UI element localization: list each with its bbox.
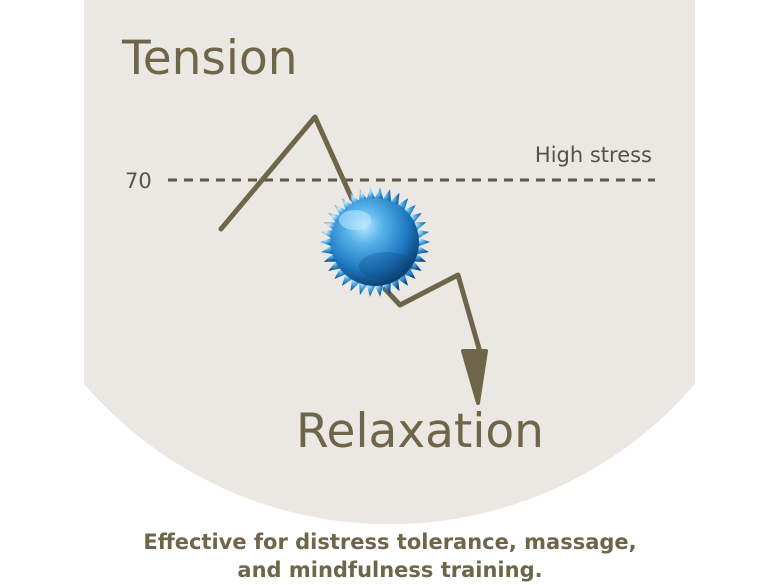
ball-spike xyxy=(341,198,356,214)
ball-spike xyxy=(394,270,409,286)
heading-relaxation: Relaxation xyxy=(296,404,544,459)
high-stress-label: High stress xyxy=(535,143,652,167)
ball-spike xyxy=(341,270,356,286)
ball-spike xyxy=(334,204,350,220)
threshold-value-label: 70 xyxy=(125,169,152,193)
ball-spike xyxy=(334,264,350,280)
ball-spike xyxy=(400,204,416,220)
ball-shadow xyxy=(359,252,413,280)
tension-line xyxy=(218,114,355,232)
caption-line-1: Effective for distress tolerance, massag… xyxy=(143,530,637,554)
ball-spike xyxy=(400,264,416,280)
ball-highlight xyxy=(339,210,371,230)
ball-spike xyxy=(394,198,409,214)
heading-tension: Tension xyxy=(121,31,298,86)
spiky-massage-ball-icon xyxy=(320,187,430,297)
caption: Effective for distress tolerance, massag… xyxy=(0,528,780,584)
down-arrow-icon xyxy=(461,349,488,405)
caption-line-2: and mindfulness training. xyxy=(237,558,543,582)
relaxation-line xyxy=(382,272,483,355)
